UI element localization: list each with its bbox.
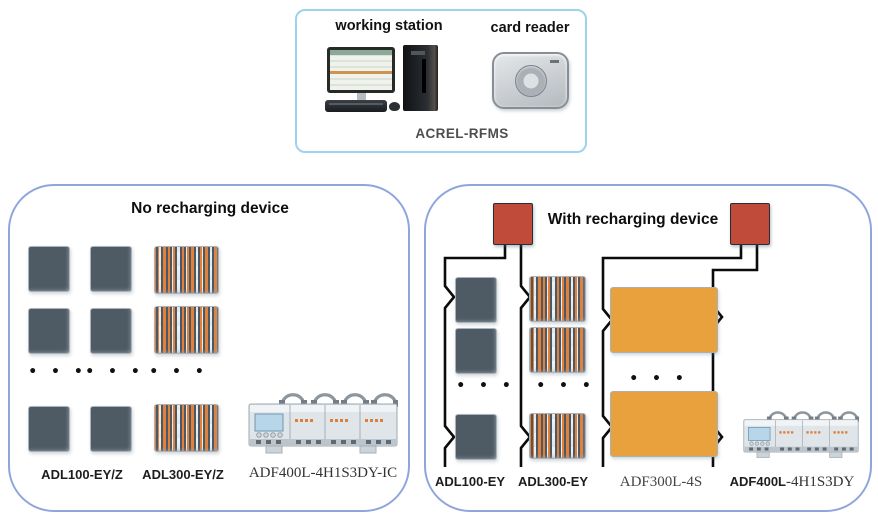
adl100-energy-meter xyxy=(90,308,132,354)
card-reader-label: card reader xyxy=(490,20,570,36)
monitor-screen xyxy=(330,50,392,90)
module-separators xyxy=(775,420,830,447)
adf400-label: ADF400L-4H1S3DY-IC xyxy=(248,465,398,481)
ct-loop-feet xyxy=(766,416,859,422)
meter-buttons xyxy=(256,432,283,438)
adf400-label: ADF400L-4H1S3DY xyxy=(730,473,855,491)
adf300-prepaid-meter xyxy=(610,287,718,353)
card-reader-device xyxy=(492,52,569,109)
adl300-energy-meter xyxy=(529,413,586,459)
adf300-prepaid-meter xyxy=(610,391,718,457)
adf400-multi-circuit-meter xyxy=(248,393,398,454)
ellipsis-dots: • • • xyxy=(28,364,86,380)
with-recharging-title: With recharging device xyxy=(547,211,719,228)
adl100-energy-meter xyxy=(28,406,70,452)
card-reader-ring xyxy=(514,64,547,97)
monitor-icon xyxy=(327,47,395,93)
workstation-computer xyxy=(325,44,440,114)
working-station-label: working station xyxy=(335,18,443,34)
mouse-icon xyxy=(389,102,400,111)
adl100-energy-meter xyxy=(455,414,497,460)
adf400-label-suffix: -4H1S3DY xyxy=(786,474,855,490)
adl100-label: ADL100-EY xyxy=(434,474,506,489)
card-reader-brandmark xyxy=(550,60,559,63)
recharge-terminal-device xyxy=(730,203,770,245)
status-leds xyxy=(295,419,383,422)
ellipsis-dots: • • • xyxy=(149,364,207,380)
meter-lcd xyxy=(254,413,284,432)
no-recharging-title: No recharging device xyxy=(131,200,289,217)
adl100-energy-meter xyxy=(28,308,70,354)
adf400-multi-circuit-meter xyxy=(743,411,859,458)
adl300-label: ADL300-EY/Z xyxy=(142,467,224,482)
adl300-label: ADL300-EY xyxy=(517,474,589,489)
adl300-energy-meter xyxy=(529,276,586,322)
adl300-energy-meter xyxy=(154,246,219,294)
recharge-terminal-device xyxy=(493,203,533,245)
ellipsis-dots: • • • xyxy=(456,378,514,394)
ellipsis-dots: • • • xyxy=(85,364,143,380)
adl100-energy-meter xyxy=(90,246,132,292)
terminal-row xyxy=(256,440,391,444)
adl300-energy-meter xyxy=(529,327,586,373)
adl300-energy-meter xyxy=(154,404,219,452)
monitor-stand xyxy=(357,93,366,102)
adl100-energy-meter xyxy=(90,406,132,452)
pc-tower-icon xyxy=(403,45,438,111)
adl300-energy-meter xyxy=(154,306,219,354)
adl100-energy-meter xyxy=(28,246,70,292)
status-leds xyxy=(779,431,848,434)
adf300-label: ADF300L-4S xyxy=(619,474,703,490)
adl100-energy-meter xyxy=(455,277,497,323)
card-reader-ring-center xyxy=(523,73,538,88)
ellipsis-dots: • • • xyxy=(629,371,687,387)
module-separators xyxy=(289,405,361,439)
ellipsis-dots: • • • xyxy=(536,378,594,394)
adl100-label: ADL100-EY/Z xyxy=(41,467,123,482)
keyboard-icon xyxy=(325,100,387,112)
meter-lcd xyxy=(748,426,771,441)
adl100-energy-meter xyxy=(455,328,497,374)
adf400-label-prefix: ADF400L xyxy=(729,474,787,489)
system-name-label: ACREL-RFMS xyxy=(415,126,509,141)
